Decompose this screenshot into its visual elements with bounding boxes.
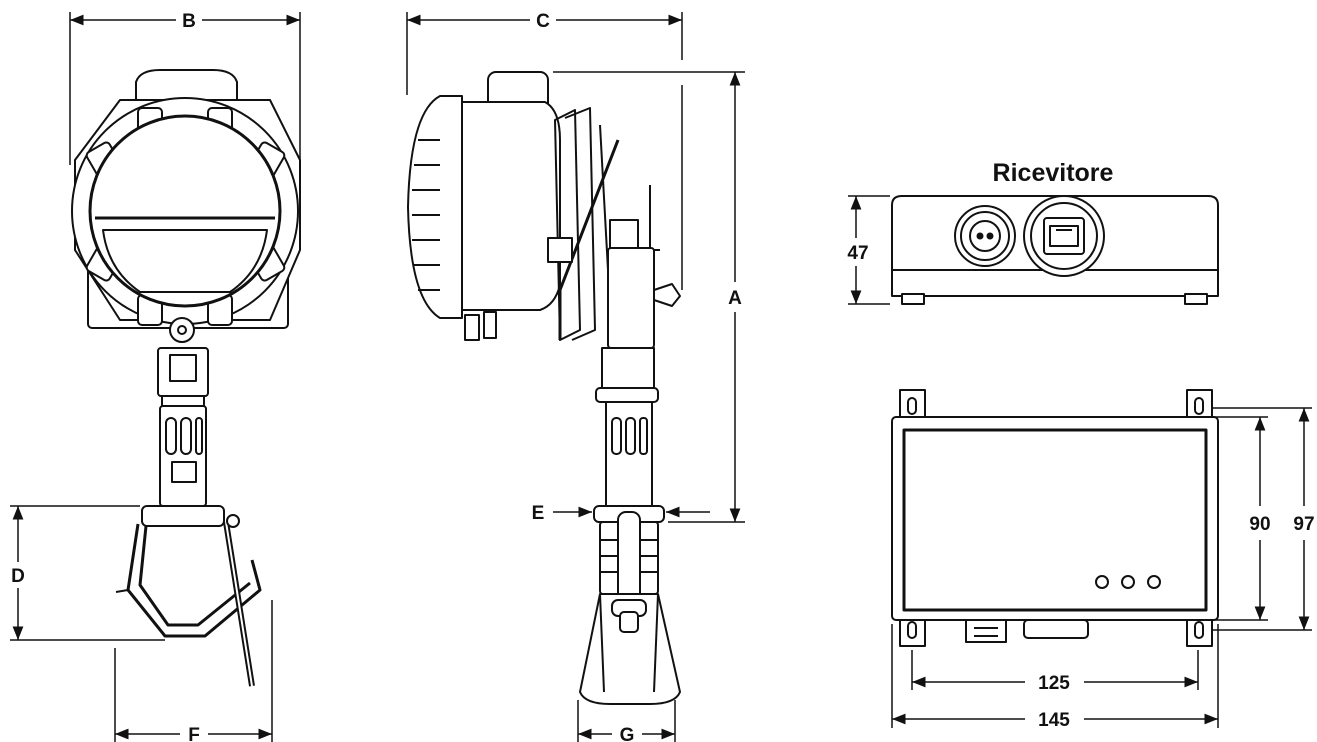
- dimension-label-a: A: [728, 288, 742, 309]
- receiver-front-view: [891, 195, 1219, 305]
- dimension-label-d: D: [11, 566, 25, 587]
- receiver-hole-spacing-label: 125: [1038, 673, 1070, 694]
- dimension-label-f: F: [188, 725, 200, 742]
- dimension-lines: [10, 12, 1312, 742]
- device-front-view: [71, 69, 301, 687]
- dimension-label-e: E: [532, 503, 545, 524]
- receiver-inner-height-label: 90: [1249, 514, 1270, 535]
- receiver-height-label: 47: [847, 243, 868, 264]
- receiver-title: Ricevitore: [993, 159, 1114, 187]
- device-side-view: [407, 71, 681, 705]
- dimension-label-g: G: [620, 725, 635, 742]
- dimension-label-c: C: [536, 11, 550, 32]
- receiver-plan-view: [891, 389, 1219, 647]
- dimension-label-b: B: [182, 11, 196, 32]
- receiver-overall-width-label: 145: [1038, 710, 1070, 731]
- receiver-outer-height-label: 97: [1293, 514, 1314, 535]
